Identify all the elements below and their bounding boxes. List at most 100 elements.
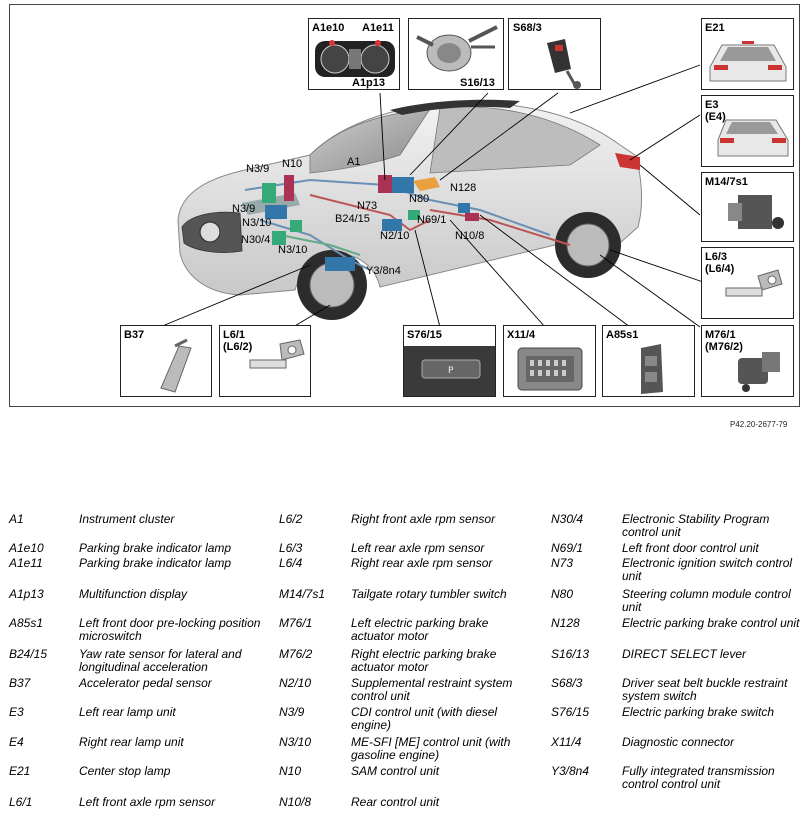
label-m76-2: (M76/2) <box>705 341 743 353</box>
inset-instrument-cluster: A1e10 A1e11 A1p13 <box>308 18 400 90</box>
label-e21: E21 <box>705 22 725 34</box>
car-sunroof <box>390 99 520 115</box>
legend-code: N10 <box>279 764 302 778</box>
callout-n80: N80 <box>409 193 430 205</box>
label-e3-main: E3 <box>705 99 719 111</box>
label-l6-3: L6/3 (L6/4) <box>705 251 734 275</box>
rpm-sensor-icon <box>725 269 783 297</box>
rpm-sensor-icon <box>249 339 305 369</box>
label-s16-13: S16/13 <box>460 77 495 89</box>
label-a1e10: A1e10 <box>312 22 345 34</box>
label-e4: (E4) <box>705 111 726 123</box>
inset-parking-brake-actuator: M76/1 (M76/2) <box>701 325 794 397</box>
vehicle-illustration <box>159 64 707 328</box>
legend-description: Electric parking brake control unit <box>622 616 800 630</box>
callout-n30-4: N30/4 <box>241 234 271 246</box>
inset-door-microswitch: A85s1 <box>602 325 695 397</box>
legend-description: Left front door pre-locking position mic… <box>79 616 261 643</box>
label-l6-3-main: L6/3 <box>705 251 728 263</box>
legend-description: Fully integrated transmission control co… <box>622 764 775 791</box>
figure-reference-code: P42.20-2677-79 <box>730 420 788 429</box>
legend-description: Instrument cluster <box>79 512 175 526</box>
callout-n2-10: N2/10 <box>380 230 410 242</box>
callout-n69-1: N69/1 <box>417 214 447 226</box>
legend-code: E21 <box>9 764 31 778</box>
legend-code: N10/8 <box>279 795 312 809</box>
callout-n3-10-lower: N3/10 <box>278 244 308 256</box>
legend-description: Right rear axle rpm sensor <box>351 556 493 570</box>
legend-code: N128 <box>551 616 580 630</box>
label-b37: B37 <box>124 329 145 341</box>
inset-direct-select-lever: S16/13 <box>408 18 504 90</box>
legend-description: Diagnostic connector <box>622 735 735 749</box>
legend-description: Rear control unit <box>351 795 440 809</box>
label-l6-1-main: L6/1 <box>223 329 246 341</box>
legend-description: CDI control unit (with diesel engine) <box>351 705 498 732</box>
legend-description: Supplemental restraint system control un… <box>351 676 513 703</box>
inset-accelerator-pedal: B37 <box>120 325 212 397</box>
brake-actuator-icon <box>738 352 780 392</box>
diagnostic-connector-icon <box>517 347 583 391</box>
callout-n128: N128 <box>450 182 477 194</box>
callout-n3-9-upper: N3/9 <box>246 163 270 175</box>
instrument-cluster-icon <box>315 40 395 77</box>
car-rear-view-icon <box>709 41 787 82</box>
label-m76-1: M76/1 (M76/2) <box>705 329 743 353</box>
legend-code: Y3/8n4 <box>551 764 590 778</box>
legend-code: A1p13 <box>9 587 44 601</box>
callout-n10-8: N10/8 <box>455 230 485 242</box>
legend-description: Yaw rate sensor for lateral and longitud… <box>79 647 242 674</box>
label-m14-7s1: M14/7s1 <box>705 176 748 188</box>
legend-description: Accelerator pedal sensor <box>79 676 212 690</box>
car-rear-view-icon <box>717 119 789 157</box>
legend-code: M14/7s1 <box>279 587 326 601</box>
inset-diagnostic-connector: X11/4 <box>503 325 596 397</box>
tailgate-lock-icon <box>728 195 784 229</box>
legend-description: Electronic Stability Program control uni… <box>622 512 770 539</box>
label-x11-4: X11/4 <box>507 329 536 341</box>
legend-description: Driver seat belt buckle restraint system… <box>622 676 788 703</box>
label-a1e11: A1e11 <box>362 22 394 34</box>
legend-code: M76/2 <box>279 647 313 661</box>
legend-description: Electronic ignition switch control unit <box>622 556 793 583</box>
legend-code: S68/3 <box>551 676 583 690</box>
legend-description: Right rear lamp unit <box>79 735 184 749</box>
inset-rear-axle-rpm-sensor: L6/3 (L6/4) <box>701 247 794 319</box>
legend-description: Tailgate rotary tumbler switch <box>351 587 507 601</box>
inset-front-axle-rpm-sensor: L6/1 (L6/2) <box>219 325 311 397</box>
legend-code: S16/13 <box>551 647 590 661</box>
callout-b24-15: B24/15 <box>335 213 370 225</box>
callout-n3-9-lower: N3/9 <box>232 203 256 215</box>
door-lock-icon <box>641 344 663 394</box>
inset-parking-brake-switch: P S76/15 <box>403 325 496 397</box>
steering-column-icon <box>416 25 498 72</box>
legend-description: Right front axle rpm sensor <box>351 512 496 526</box>
inset-seat-belt-buckle: S68/3 <box>508 18 601 90</box>
legend-description: Left front door control unit <box>622 541 759 555</box>
legend-description: Left rear lamp unit <box>79 705 176 719</box>
label-e3: E3 (E4) <box>705 99 726 123</box>
legend-code: N73 <box>551 556 574 570</box>
legend-code: A1 <box>9 512 24 526</box>
legend-description: Right electric parking brake actuator mo… <box>351 647 497 674</box>
svg-text:P: P <box>448 366 454 376</box>
legend-code: E3 <box>9 705 24 719</box>
legend-code: A1e10 <box>9 541 44 555</box>
label-s76-15: S76/15 <box>407 329 442 341</box>
legend-description: Parking brake indicator lamp <box>79 556 232 570</box>
legend-code: L6/3 <box>279 541 303 555</box>
legend-description: Parking brake indicator lamp <box>79 541 232 555</box>
seat-belt-buckle-icon <box>547 39 581 89</box>
legend-code: B37 <box>9 676 31 690</box>
legend-code: N2/10 <box>279 676 312 690</box>
callout-y3-8n4: Y3/8n4 <box>366 265 401 277</box>
label-a85s1: A85s1 <box>606 329 639 341</box>
inset-rear-lamp-unit: E3 (E4) <box>701 95 794 167</box>
label-l6-1: L6/1 (L6/2) <box>223 329 252 353</box>
accelerator-pedal-icon <box>160 338 192 393</box>
legend-description: Left rear axle rpm sensor <box>351 541 485 555</box>
legend-description: Left front axle rpm sensor <box>79 795 216 809</box>
legend-description: DIRECT SELECT lever <box>622 647 747 661</box>
legend-code: A85s1 <box>9 616 44 630</box>
inset-center-stop-lamp: E21 <box>701 18 794 90</box>
